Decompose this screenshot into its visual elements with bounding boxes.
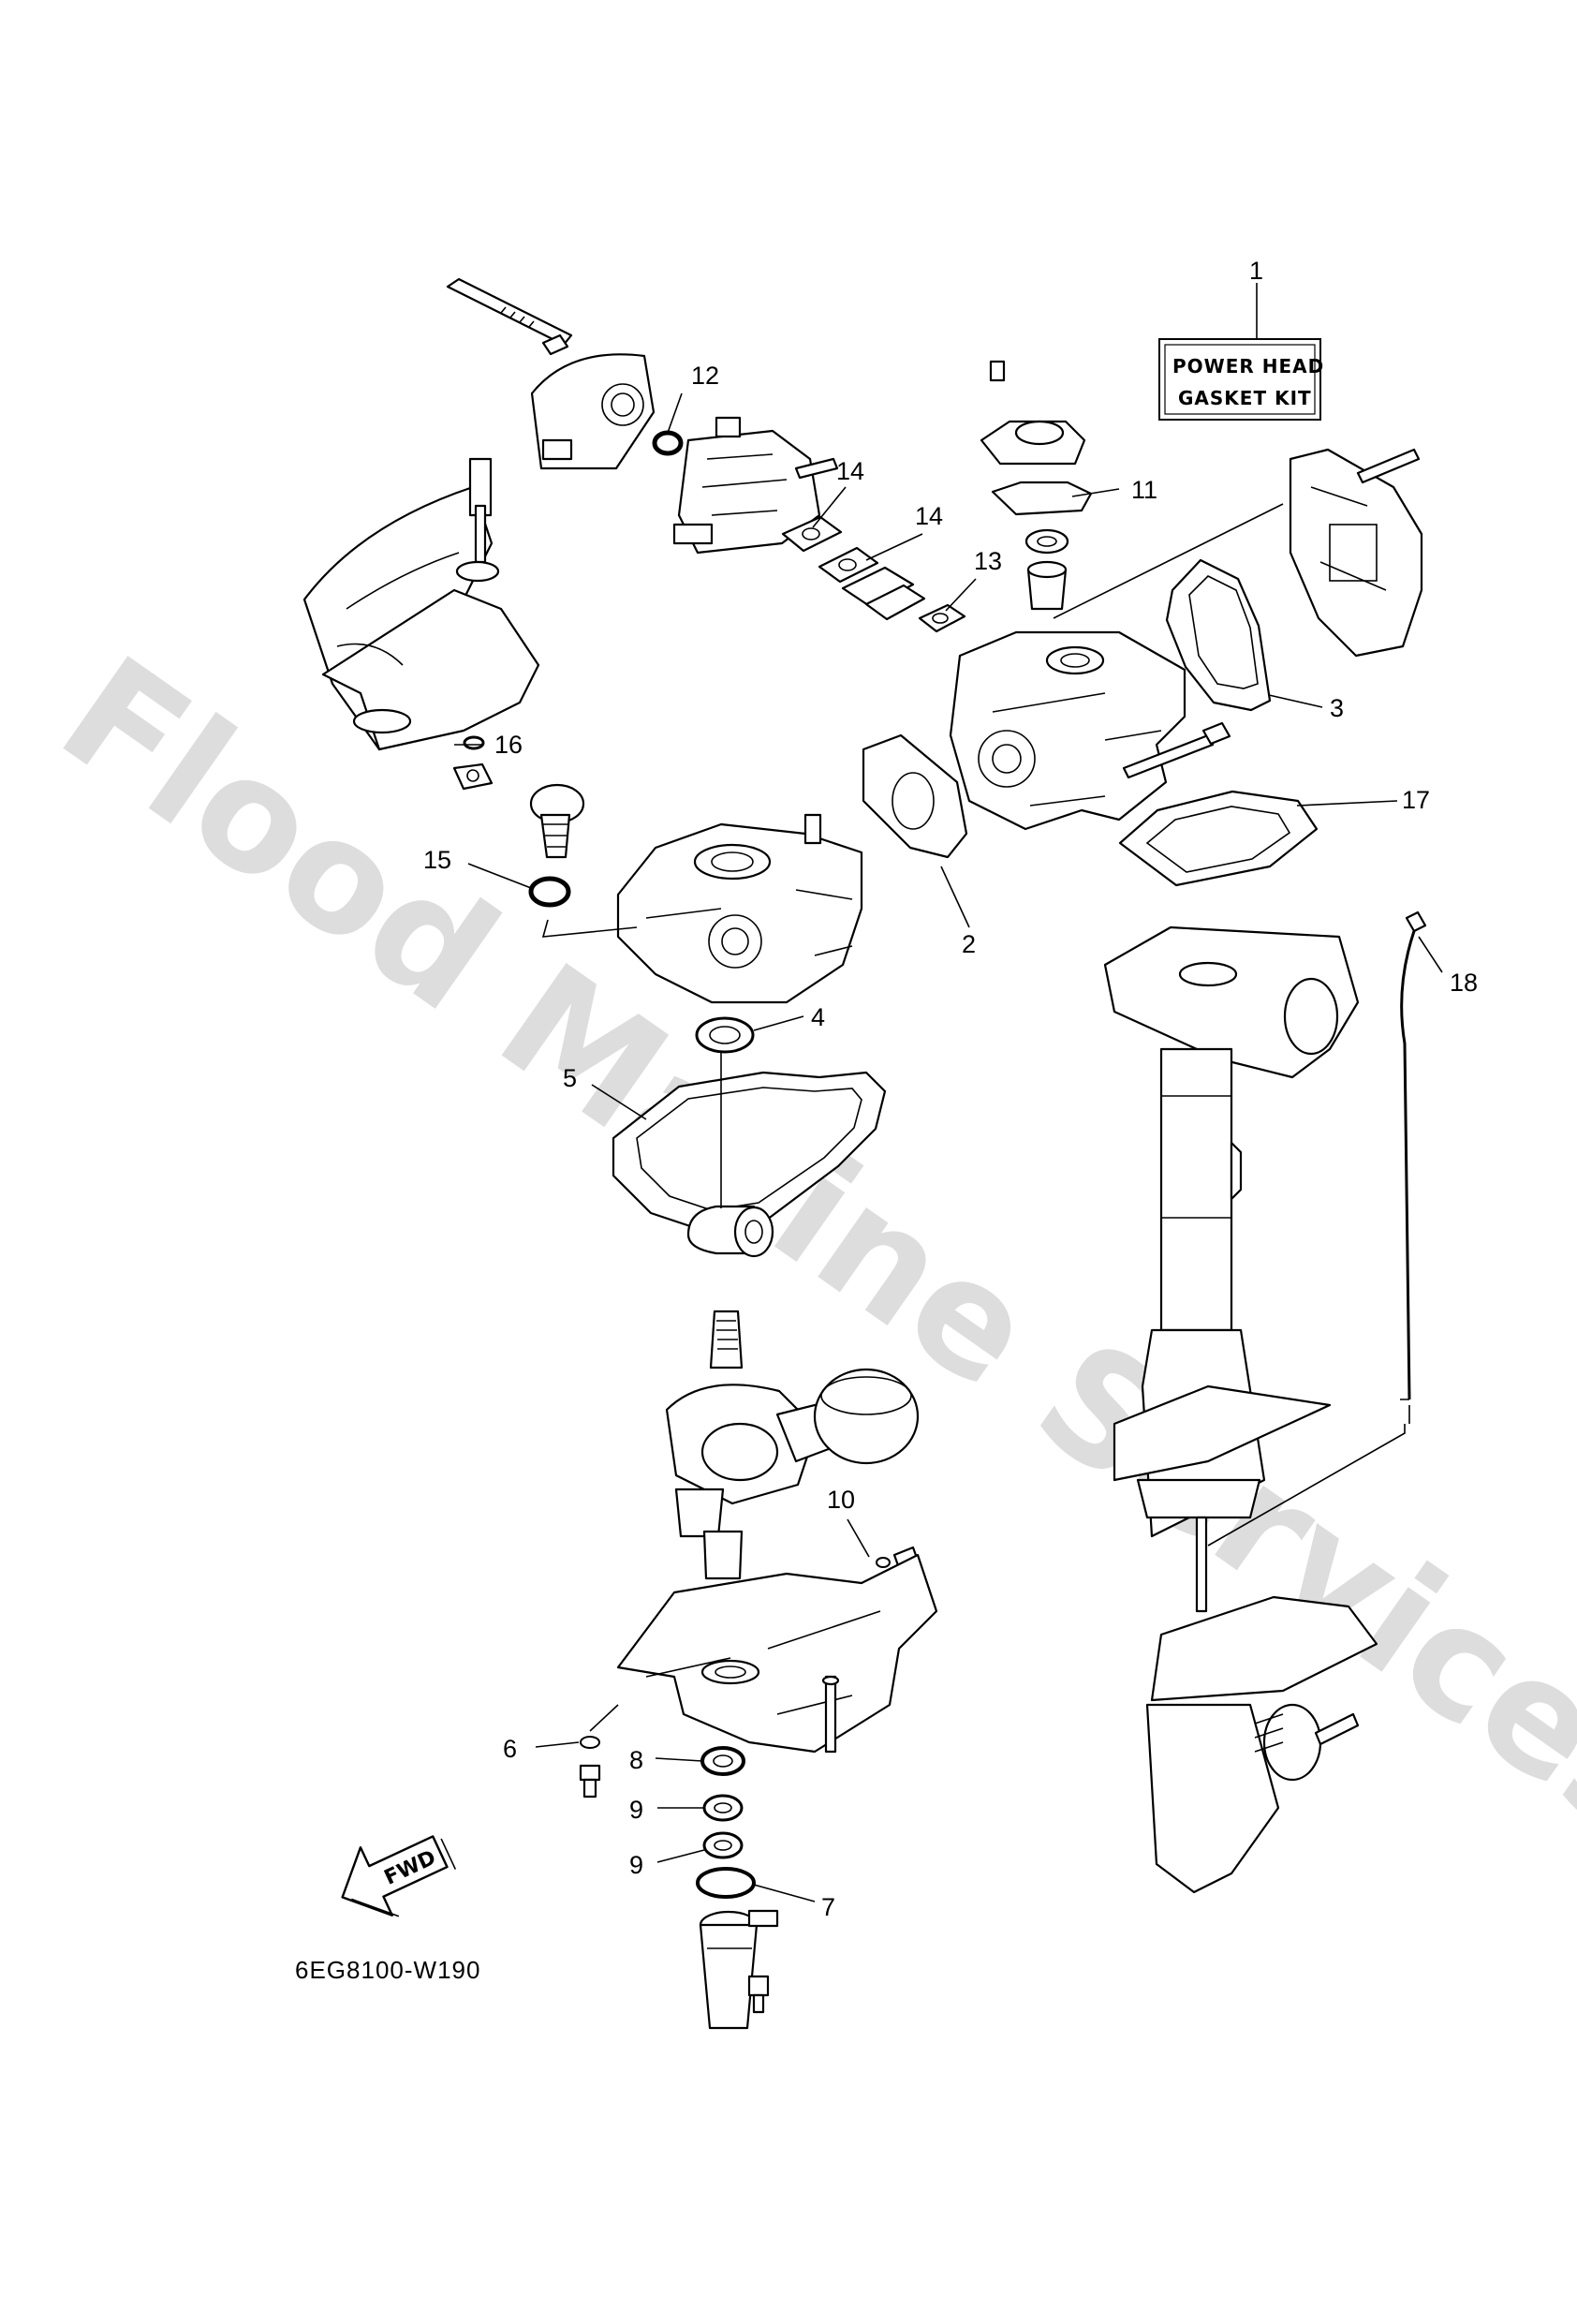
callout-4: 4 <box>811 1003 825 1031</box>
callout-17: 17 <box>1402 786 1430 814</box>
gasket-11[interactable] <box>991 481 1093 516</box>
callout-15: 15 <box>423 846 451 874</box>
cylinder-head-gasket-2[interactable] <box>862 733 968 859</box>
callout-14-upper: 14 <box>836 457 864 485</box>
oil-seal-9b[interactable] <box>702 1831 744 1859</box>
callout-3: 3 <box>1330 694 1344 722</box>
callout-14-lower: 14 <box>915 502 943 530</box>
fuel-pump <box>980 360 1086 466</box>
oil-seal-4[interactable] <box>695 1016 755 1054</box>
crankcase-upper <box>616 813 863 1004</box>
crankcase-lower <box>616 1553 938 1754</box>
o-ring-7[interactable] <box>696 1867 756 1899</box>
exhaust-cover-gasket-3[interactable] <box>1165 558 1272 712</box>
o-ring-12[interactable] <box>652 430 684 456</box>
long-bolt <box>446 277 573 356</box>
callout-11: 11 <box>1131 476 1157 504</box>
callout-6: 6 <box>503 1735 517 1763</box>
callout-18: 18 <box>1450 969 1478 997</box>
oil-seal-9a[interactable] <box>702 1794 744 1822</box>
o-ring-15[interactable] <box>528 876 571 908</box>
gasket-14a[interactable] <box>781 515 843 553</box>
drive-shaft-housing <box>1103 925 1360 1538</box>
oil-seal-8[interactable] <box>700 1746 745 1776</box>
callout-7: 7 <box>821 1893 835 1921</box>
crankshaft-piston <box>665 1310 920 1580</box>
crankcase-gasket-5[interactable] <box>612 1071 887 1234</box>
drain-screw <box>452 762 494 791</box>
gasket-13[interactable] <box>918 603 966 633</box>
exhaust-cover <box>1289 448 1423 658</box>
kit-box-line1: POWER HEAD <box>1172 355 1324 377</box>
kit-box-line2: GASKET KIT <box>1178 387 1312 409</box>
callout-16: 16 <box>494 731 523 759</box>
leader-lines <box>454 283 1443 1902</box>
gearcase <box>1145 1595 1378 1894</box>
lower-housing <box>699 1909 779 2030</box>
oil-filler-cap <box>529 783 585 859</box>
bearing <box>686 1205 774 1258</box>
bottom-cowling <box>302 457 540 751</box>
fwd-arrow: FWD <box>341 1835 457 1917</box>
reed-plate <box>841 566 926 621</box>
base-gasket-17[interactable] <box>1118 790 1319 887</box>
callout-2: 2 <box>962 930 976 958</box>
callout-13: 13 <box>974 547 1002 575</box>
callout-9-upper: 9 <box>629 1796 643 1824</box>
o-ring-16[interactable] <box>463 735 485 750</box>
diagram-code: 6EG8100-W190 <box>295 1956 480 1984</box>
block-bolt <box>1122 721 1231 779</box>
callout-5: 5 <box>563 1064 577 1092</box>
callout-12: 12 <box>691 362 719 390</box>
callout-8: 8 <box>629 1746 643 1774</box>
drive-shaft <box>1195 1516 1208 1613</box>
cylinder-block <box>949 630 1186 831</box>
part-6-washer-bolt[interactable] <box>579 1736 601 1799</box>
power-head-gasket-kit-box[interactable]: POWER HEAD GASKET KIT <box>1158 338 1324 421</box>
gasket-14b[interactable] <box>818 546 879 584</box>
water-tube-18[interactable] <box>1400 910 1427 1424</box>
intake-housing <box>530 353 656 470</box>
callout-1: 1 <box>1249 257 1263 285</box>
callout-10: 10 <box>827 1486 855 1514</box>
callout-9-lower: 9 <box>629 1851 643 1879</box>
thermostat <box>1024 528 1069 611</box>
